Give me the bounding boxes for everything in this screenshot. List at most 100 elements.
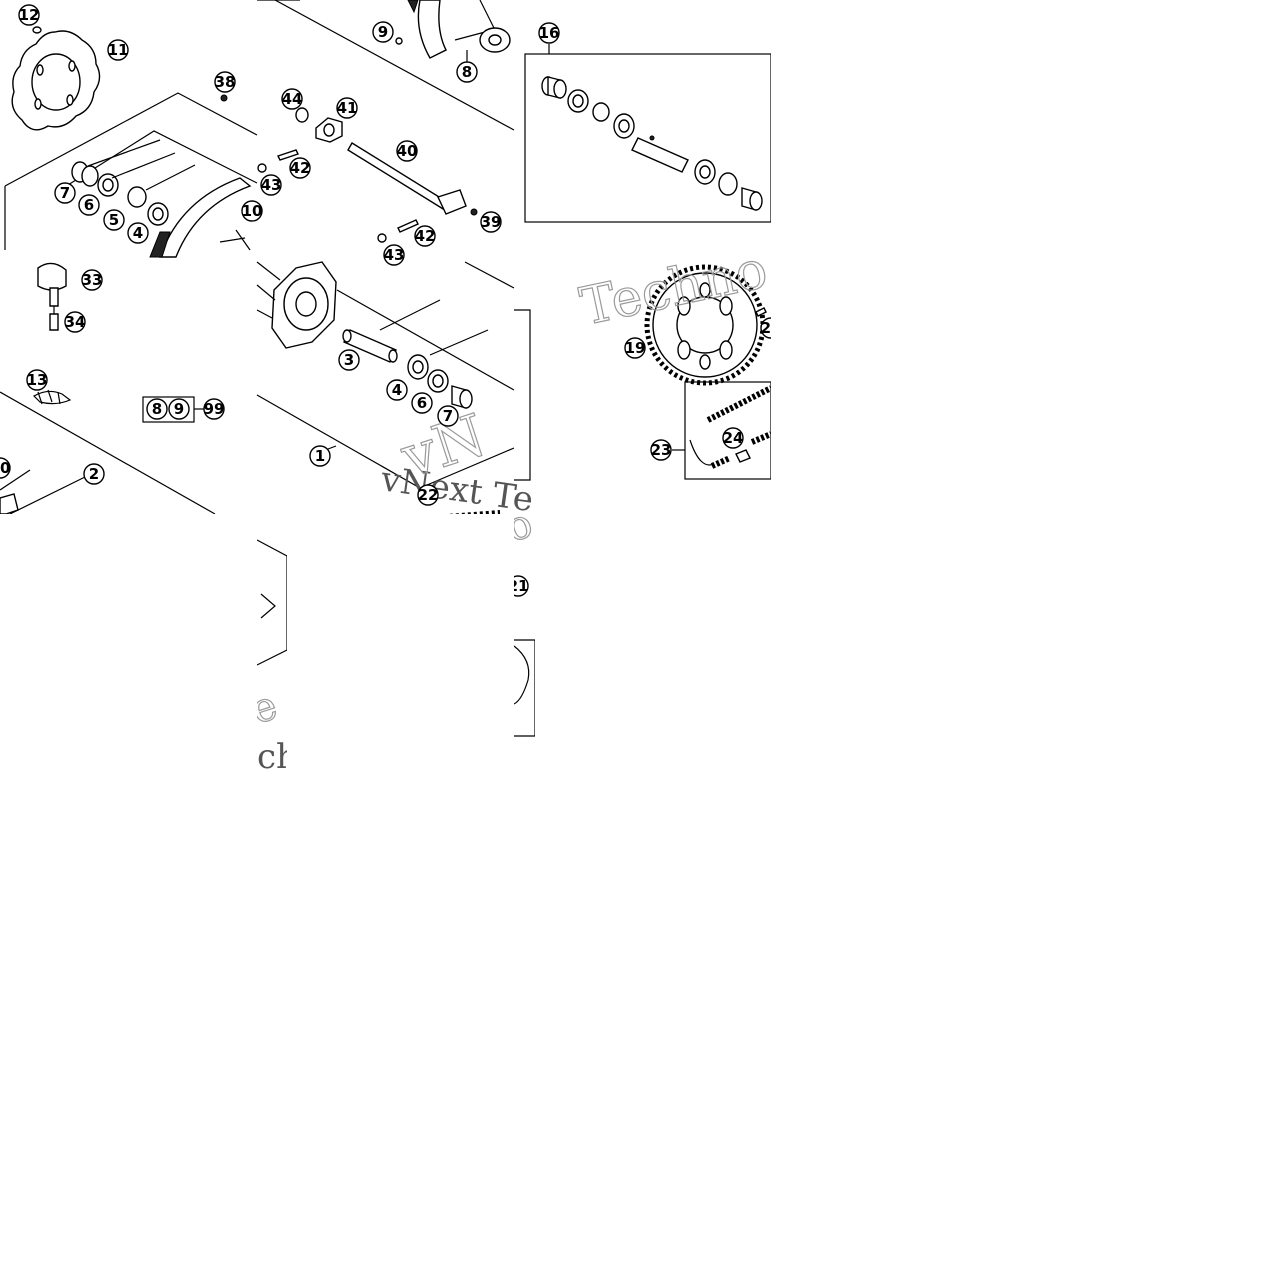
- svg-text:34: 34: [65, 313, 86, 331]
- tile-rear-hub: [256, 261, 531, 489]
- washer-part: [295, 107, 309, 123]
- svg-text:44: 44: [282, 90, 303, 108]
- svg-text:41: 41: [337, 99, 358, 117]
- bushing-part: [451, 385, 473, 409]
- svg-text:3: 3: [344, 351, 354, 369]
- svg-text:39: 39: [481, 213, 502, 231]
- circlip-part: [592, 102, 610, 122]
- rear-rim-part: [407, 0, 511, 59]
- svg-text:5: 5: [109, 211, 119, 229]
- callout-6: 6: [78, 194, 100, 216]
- svg-text:6: 6: [84, 196, 94, 214]
- callout-11: 11: [107, 39, 129, 61]
- svg-text:16: 16: [539, 24, 560, 42]
- bearing-part: [147, 202, 169, 226]
- svg-text:42: 42: [415, 227, 436, 245]
- rim-lock-part: [33, 389, 72, 405]
- axle-part: [347, 142, 467, 215]
- callout-8: 8: [456, 61, 478, 83]
- svg-text:13: 13: [27, 371, 48, 389]
- svg-text:22: 22: [418, 486, 439, 504]
- callout-43: 43: [260, 174, 282, 196]
- svg-text:40: 40: [397, 142, 418, 160]
- bearing-part: [613, 113, 635, 139]
- hub-fragment-part: [0, 493, 19, 515]
- callout-24: 24: [722, 427, 744, 449]
- callout-4: 4: [386, 379, 408, 401]
- callout-99: 99: [203, 398, 225, 420]
- svg-text:2: 2: [89, 465, 99, 483]
- svg-text:20: 20: [0, 459, 10, 477]
- bolt-part: [32, 26, 42, 34]
- chain-link-part: [735, 449, 751, 463]
- svg-text:7: 7: [60, 184, 70, 202]
- spacer-part: [71, 161, 99, 187]
- circlip-part: [127, 186, 147, 208]
- rear-hub-part: [256, 261, 337, 349]
- spacer-tube-part: [342, 329, 398, 363]
- svg-text:4: 4: [133, 224, 143, 242]
- bolt-part: [755, 307, 767, 317]
- chain-part: [689, 385, 773, 469]
- bearing-part: [694, 159, 716, 185]
- svg-text:7: 7: [443, 407, 453, 425]
- callout-43: 43: [383, 244, 405, 266]
- callout-40: 40: [396, 140, 418, 162]
- callout-7: 7: [437, 405, 459, 427]
- callout-42: 42: [414, 225, 436, 247]
- svg-text:33: 33: [82, 271, 103, 289]
- valve-insert-part: [49, 306, 59, 331]
- callout-42: 42: [289, 157, 311, 179]
- callout-19: 19: [624, 337, 646, 359]
- svg-text:11: 11: [108, 41, 129, 59]
- svg-text:42: 42: [290, 159, 311, 177]
- svg-text:23: 23: [651, 441, 672, 459]
- tile-fragment-left: [256, 539, 288, 666]
- svg-text:6: 6: [417, 394, 427, 412]
- bushing-part: [741, 187, 763, 211]
- brake-disc-part: [11, 30, 101, 131]
- seal-ring-part: [567, 89, 589, 113]
- callout-20: 20: [0, 457, 11, 479]
- seal-ring-part: [427, 369, 449, 393]
- pin-part: [277, 149, 299, 161]
- axle-nut-part: [315, 117, 343, 143]
- callout-2: 2: [83, 463, 105, 485]
- spacer-tube-part: [631, 135, 689, 173]
- seal-ring-part: [97, 173, 119, 197]
- svg-text:99: 99: [204, 400, 225, 418]
- tile-axle-assembly: [257, 0, 515, 243]
- bolt-part: [395, 37, 403, 45]
- svg-text:9: 9: [174, 400, 184, 418]
- wheel-rim-part: [149, 177, 252, 258]
- svg-text:1: 1: [315, 447, 325, 465]
- tile-front-wheel-left: [4, 26, 258, 258]
- bushing-part: [541, 76, 567, 99]
- callout-6: 6: [411, 392, 433, 414]
- svg-text:12: 12: [19, 6, 40, 24]
- callout-16: 16: [538, 22, 560, 44]
- valve-cap-part: [37, 262, 67, 307]
- callout-34: 34: [64, 311, 86, 333]
- bolt-part: [220, 94, 228, 102]
- svg-text:9: 9: [378, 23, 388, 41]
- svg-text:8: 8: [462, 63, 472, 81]
- callout-13: 13: [26, 369, 48, 391]
- svg-text:38: 38: [215, 73, 236, 91]
- svg-text:10: 10: [242, 202, 263, 220]
- bolt-part: [470, 208, 478, 216]
- callout-3: 3: [338, 349, 360, 371]
- seal-ring-part: [718, 172, 738, 196]
- callout-7: 7: [54, 182, 76, 204]
- callout-5: 5: [103, 209, 125, 231]
- tile-spacer-kit: [524, 44, 772, 223]
- svg-text:19: 19: [625, 339, 646, 357]
- callout-12: 12: [18, 4, 40, 26]
- svg-text:8: 8: [152, 400, 162, 418]
- callout-8: 8: [146, 398, 168, 420]
- callout-4: 4: [127, 222, 149, 244]
- callout-41: 41: [336, 97, 358, 119]
- callout-9: 9: [372, 21, 394, 43]
- callout-23: 23: [650, 439, 672, 461]
